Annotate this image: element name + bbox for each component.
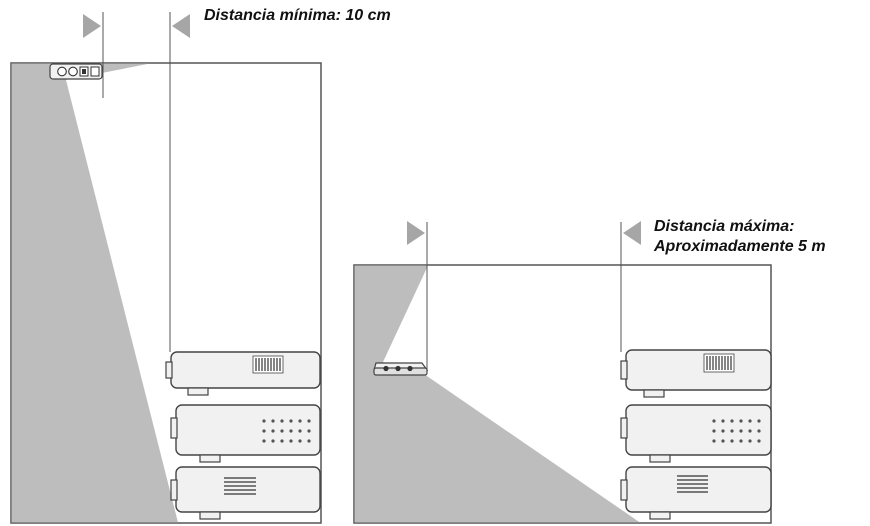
distance-marker-icon	[623, 221, 641, 245]
av-equipment-stack-icon	[165, 351, 321, 520]
remote-sensor-icon	[373, 362, 429, 376]
remote-sensor-icon	[49, 63, 103, 80]
av-equipment-stack-icon	[620, 349, 772, 520]
distance-marker-icon	[83, 14, 101, 38]
max-distance-caption: Distancia máxima: Aproximadamente 5 m	[654, 217, 826, 257]
max-distance-caption-line2: Aproximadamente 5 m	[654, 238, 826, 255]
distance-marker-icon	[172, 14, 190, 38]
max-beam-area	[354, 265, 640, 523]
distance-marker-icon	[407, 221, 425, 245]
min-distance-panel	[10, 12, 322, 524]
max-distance-caption-line1: Distancia máxima:	[654, 218, 795, 235]
min-distance-caption: Distancia mínima: 10 cm	[204, 7, 391, 24]
max-distance-panel	[353, 221, 772, 524]
min-beam-area	[11, 63, 178, 523]
